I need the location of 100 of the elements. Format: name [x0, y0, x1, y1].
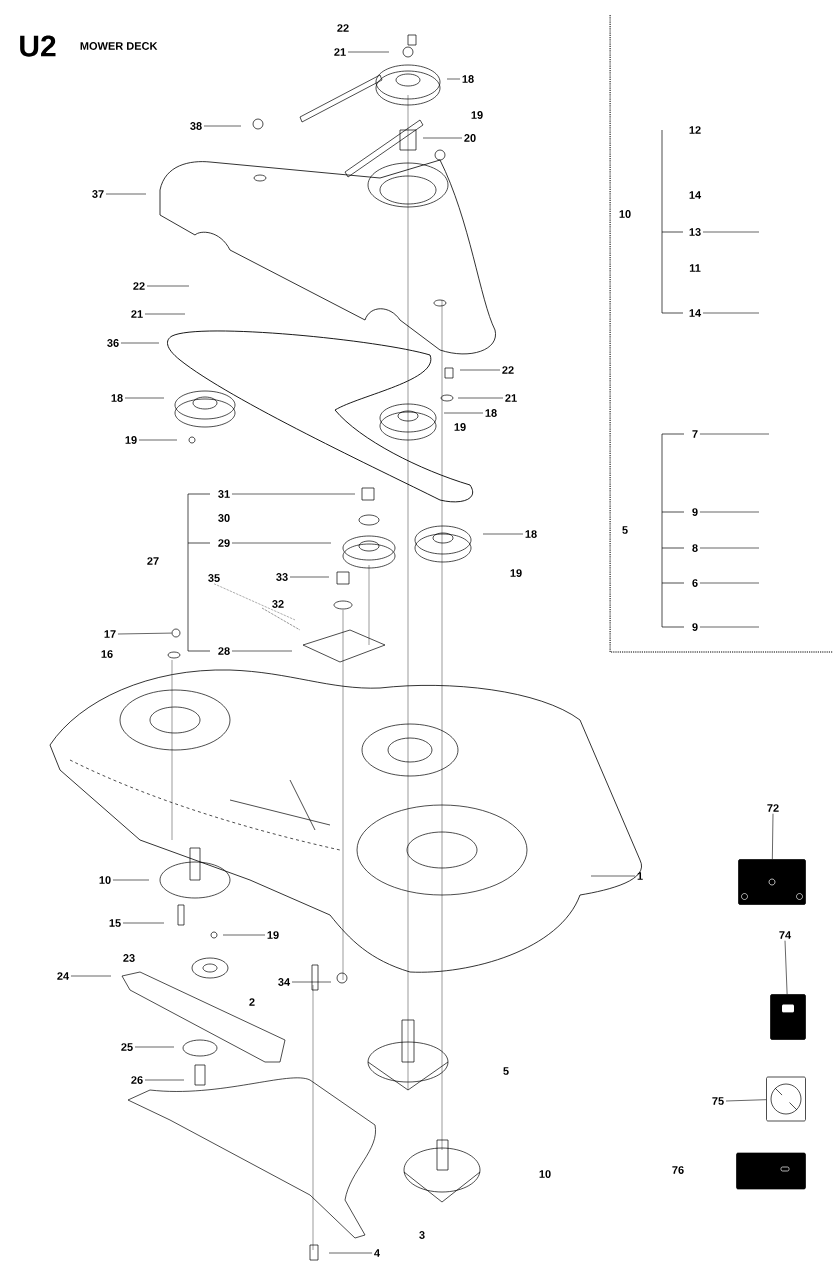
decal: [736, 1152, 806, 1190]
leader-line: [702, 231, 760, 233]
leader-line: [70, 975, 112, 977]
callout-number: 76: [672, 1166, 684, 1174]
callout-number: 9: [692, 508, 698, 516]
leader-line: [146, 285, 190, 287]
callout-number: 21: [505, 394, 517, 402]
leader-line: [457, 397, 504, 399]
title: U2: [20, 35, 56, 57]
callout-number: 10: [99, 876, 111, 884]
callout-number: 7: [692, 430, 698, 438]
leader-line: [699, 626, 760, 628]
callout-number: 18: [525, 530, 537, 538]
leader-line: [699, 511, 760, 513]
callout-number: 19: [471, 111, 483, 119]
leader-line: [144, 1079, 185, 1081]
leader-line: [482, 533, 524, 535]
callout-number: 19: [454, 423, 466, 431]
leader-line: [289, 576, 330, 578]
callout-number: 22: [133, 282, 145, 290]
leader-line: [702, 312, 760, 314]
leader-line: [291, 981, 332, 983]
callout-number: 8: [692, 544, 698, 552]
leader-line: [699, 582, 760, 584]
leader-line: [231, 493, 356, 495]
callout-number: 26: [131, 1076, 143, 1084]
decal: [770, 994, 806, 1040]
callout-number: 35: [208, 574, 220, 582]
leader-line: [422, 137, 463, 139]
leader-line: [699, 433, 770, 435]
callout-number: 9: [692, 623, 698, 631]
decal: [738, 859, 806, 905]
leader-line: [231, 542, 332, 544]
callout-number: 38: [190, 122, 202, 130]
leader-line: [134, 1046, 175, 1048]
callout-number: 10: [539, 1170, 551, 1178]
callout-number: 15: [109, 919, 121, 927]
callout-number: 32: [272, 600, 284, 608]
leader-line: [203, 125, 242, 127]
leader-line: [213, 583, 296, 621]
callout-number: 33: [276, 573, 288, 581]
callout-number: 5: [503, 1067, 509, 1075]
callout-number: 23: [123, 954, 135, 962]
leader-line: [328, 1252, 373, 1254]
leader-line: [122, 922, 165, 924]
callout-number: 14: [689, 309, 702, 317]
callout-number: 1: [637, 872, 643, 880]
callout-number: 18: [485, 409, 497, 417]
leader-line: [120, 342, 160, 344]
leader-line: [725, 1099, 767, 1102]
leader-line: [112, 879, 150, 881]
leader-line: [772, 813, 774, 860]
callout-number: 18: [462, 75, 474, 83]
callout-number: 19: [267, 931, 279, 939]
callout-number: 30: [218, 514, 230, 522]
callout-number: 6: [692, 579, 698, 587]
callout-number: 19: [125, 436, 137, 444]
heading: MOWER DECK: [80, 42, 158, 50]
nut: [171, 628, 181, 638]
callout-number: 5: [622, 526, 628, 534]
callout-number: 25: [121, 1043, 133, 1051]
leader-line: [784, 940, 788, 995]
callout-number: 3: [419, 1231, 425, 1239]
callout-number: 31: [218, 490, 230, 498]
leader-line: [105, 193, 147, 195]
callout-number: 36: [107, 339, 119, 347]
callout-number: 21: [334, 48, 346, 56]
callout-number: 24: [57, 972, 70, 980]
callout-number: 14: [689, 191, 702, 199]
leader-line: [117, 632, 172, 635]
callout-number: 20: [464, 134, 476, 142]
callout-number: 22: [502, 366, 514, 374]
callout-number: 28: [218, 647, 230, 655]
leader-line: [144, 313, 186, 315]
leader-line: [124, 397, 165, 399]
callout-number: 22: [337, 24, 349, 32]
leader-line: [138, 439, 178, 441]
leader-line: [699, 547, 760, 549]
leader-line: [222, 934, 266, 936]
leader-line: [446, 78, 461, 80]
callout-number: 13: [689, 228, 701, 236]
callout-number: 34: [278, 978, 291, 986]
callout-number: 10: [619, 210, 631, 218]
callout-number: 74: [779, 931, 792, 939]
callout-number: 37: [92, 190, 104, 198]
callout-number: 16: [101, 650, 113, 658]
leader-line: [347, 51, 390, 53]
leader-line: [459, 369, 501, 371]
callout-number: 12: [689, 126, 701, 134]
callout-number: 4: [374, 1249, 380, 1257]
callout-number: 2: [249, 998, 255, 1006]
callout-number: 19: [510, 569, 522, 577]
callout-number: 17: [104, 630, 116, 638]
callout-number: 21: [131, 310, 143, 318]
callout-number: 29: [218, 539, 230, 547]
leader-line: [590, 875, 636, 877]
callout-number: 18: [111, 394, 123, 402]
callout-number: 11: [689, 264, 701, 272]
leader-line: [231, 650, 293, 652]
decal: [766, 1076, 806, 1122]
